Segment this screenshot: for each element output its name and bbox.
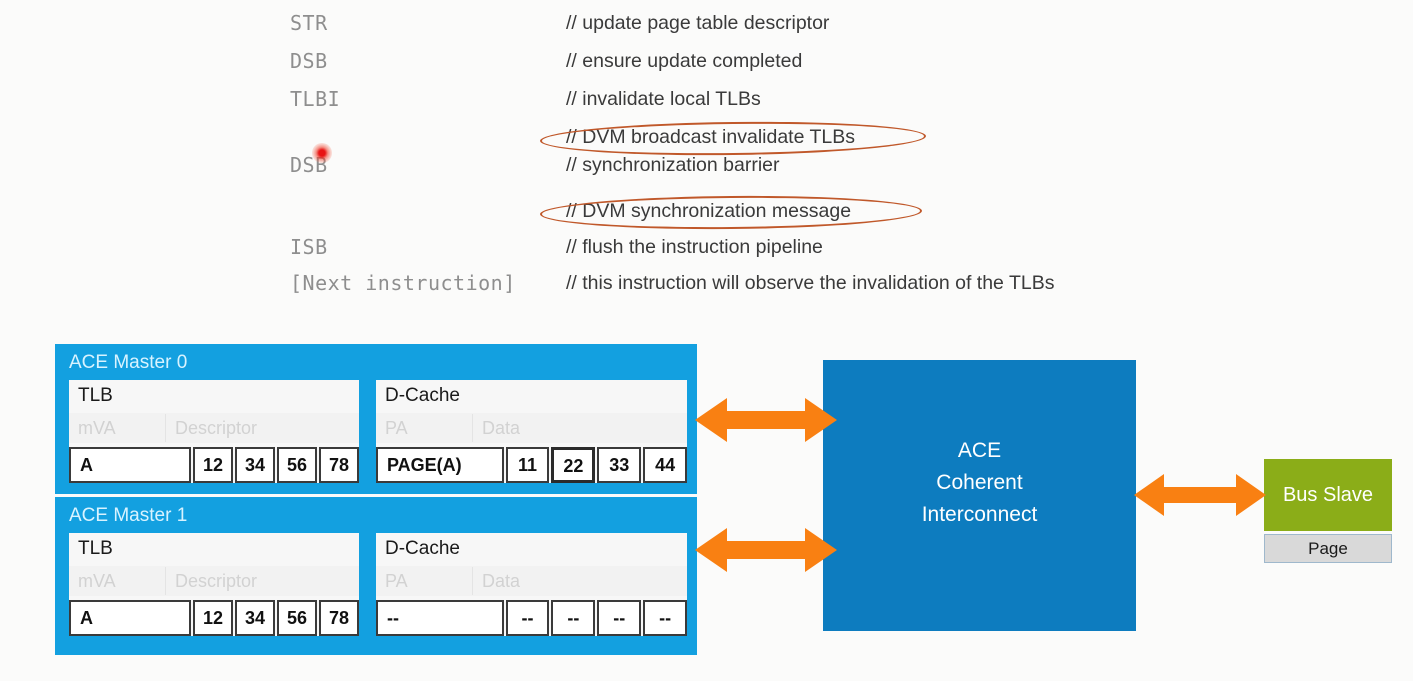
ace-master-0-panel: ACE Master 0 TLB mVA Descriptor A 12 34 … <box>55 344 697 494</box>
dcache-header-pa: PA <box>385 571 408 591</box>
instruction-row: [Next instruction] // this instruction w… <box>0 268 1413 306</box>
dcache-cell-value: 44 <box>643 447 688 483</box>
instruction-comment: // flush the instruction pipeline <box>566 236 823 258</box>
tlb-cell-value: 34 <box>235 447 275 483</box>
dcache-title: D-Cache <box>376 533 687 566</box>
tlb-cell-value: 12 <box>193 600 233 636</box>
dcache-header-data: Data <box>472 414 687 442</box>
arrow-master0-to-interconnect <box>695 398 837 442</box>
tlb-data-row: A 12 34 56 78 <box>69 447 359 483</box>
instruction-row: STR // update page table descriptor <box>0 8 1413 46</box>
tlb-cell-value: 56 <box>277 447 317 483</box>
dcache-cell-value: -- <box>643 600 688 636</box>
tlb-header-descriptor: Descriptor <box>165 567 359 595</box>
bus-slave-block: Bus Slave <box>1264 459 1392 531</box>
instruction-comment: // synchronization barrier <box>566 154 780 176</box>
dcache-cell-key: -- <box>376 600 504 636</box>
dcache-cell-key: PAGE(A) <box>376 447 504 483</box>
tlb-cell-key: A <box>69 600 191 636</box>
tlb-title: TLB <box>69 380 359 413</box>
instruction-mnemonic: STR <box>290 11 328 35</box>
dcache-cell-value: -- <box>551 600 596 636</box>
instruction-comment: // update page table descriptor <box>566 12 830 34</box>
ace-coherent-interconnect-block: ACE Coherent Interconnect <box>823 360 1136 631</box>
tlb-header-mva: mVA <box>78 418 116 438</box>
instruction-row: // DVM synchronization message <box>0 196 1413 234</box>
tlb-cell-value: 56 <box>277 600 317 636</box>
ace-master-1-title: ACE Master 1 <box>69 505 188 526</box>
instruction-row: // DVM broadcast invalidate TLBs <box>0 122 1413 160</box>
tlb-column-headers: mVA Descriptor <box>69 566 359 596</box>
instruction-comment: // this instruction will observe the inv… <box>566 272 1055 294</box>
dcache-cell-value: -- <box>505 600 550 636</box>
dcache-title: D-Cache <box>376 380 687 413</box>
pointer-dot-marker <box>312 143 332 163</box>
bus-slave-page-label: Page <box>1308 538 1348 558</box>
dcache-column-headers: PA Data <box>376 413 687 443</box>
instruction-mnemonic: TLBI <box>290 87 341 111</box>
interconnect-line-3: Interconnect <box>921 502 1038 526</box>
instruction-comment: // DVM broadcast invalidate TLBs <box>566 126 856 148</box>
dcache-cell-value: -- <box>597 600 642 636</box>
instruction-row: DSB // synchronization barrier <box>0 150 1413 188</box>
tlb-column-headers: mVA Descriptor <box>69 413 359 443</box>
bus-slave-label: Bus Slave <box>1282 483 1374 506</box>
dcache-column-headers: PA Data <box>376 566 687 596</box>
ace-master-1-dcache: D-Cache PA Data -- -- -- -- -- <box>376 533 688 636</box>
ace-master-0-title: ACE Master 0 <box>69 352 188 373</box>
instruction-mnemonic: ISB <box>290 235 328 259</box>
instruction-mnemonic: [Next instruction] <box>290 271 516 295</box>
dcache-cell-value: 22 <box>551 447 596 483</box>
instruction-row: TLBI // invalidate local TLBs <box>0 84 1413 122</box>
dcache-data-row: PAGE(A) 11 22 33 44 <box>376 447 688 483</box>
tlb-header-mva: mVA <box>78 571 116 591</box>
instruction-row: DSB // ensure update completed <box>0 46 1413 84</box>
dcache-header-data: Data <box>472 567 687 595</box>
ace-master-1-panel: ACE Master 1 TLB mVA Descriptor A 12 34 … <box>55 497 697 655</box>
tlb-cell-value: 34 <box>235 600 275 636</box>
tlb-header-descriptor: Descriptor <box>165 414 359 442</box>
instruction-comment: // invalidate local TLBs <box>566 88 761 110</box>
tlb-title: TLB <box>69 533 359 566</box>
tlb-cell-value: 78 <box>319 600 359 636</box>
instruction-comment: // ensure update completed <box>566 50 803 72</box>
instruction-row: ISB // flush the instruction pipeline <box>0 232 1413 270</box>
dcache-data-row: -- -- -- -- -- <box>376 600 688 636</box>
bus-slave-page-box: Page <box>1264 534 1392 563</box>
tlb-cell-value: 78 <box>319 447 359 483</box>
instruction-mnemonic: DSB <box>290 49 328 73</box>
dcache-cell-value: 11 <box>505 447 550 483</box>
dcache-header-pa: PA <box>385 418 408 438</box>
tlb-data-row: A 12 34 56 78 <box>69 600 359 636</box>
ace-master-0-dcache: D-Cache PA Data PAGE(A) 11 22 33 44 <box>376 380 688 483</box>
tlb-cell-key: A <box>69 447 191 483</box>
dcache-cell-value: 33 <box>597 447 642 483</box>
arrow-master1-to-interconnect <box>695 528 837 572</box>
interconnect-line-2: Coherent <box>936 470 1023 494</box>
arrow-interconnect-to-bus-slave <box>1134 474 1266 516</box>
tlb-cell-value: 12 <box>193 447 233 483</box>
instruction-comment: // DVM synchronization message <box>566 200 852 222</box>
ace-master-0-tlb: TLB mVA Descriptor A 12 34 56 78 <box>69 380 359 483</box>
interconnect-line-1: ACE <box>957 438 1002 462</box>
ace-master-1-tlb: TLB mVA Descriptor A 12 34 56 78 <box>69 533 359 636</box>
